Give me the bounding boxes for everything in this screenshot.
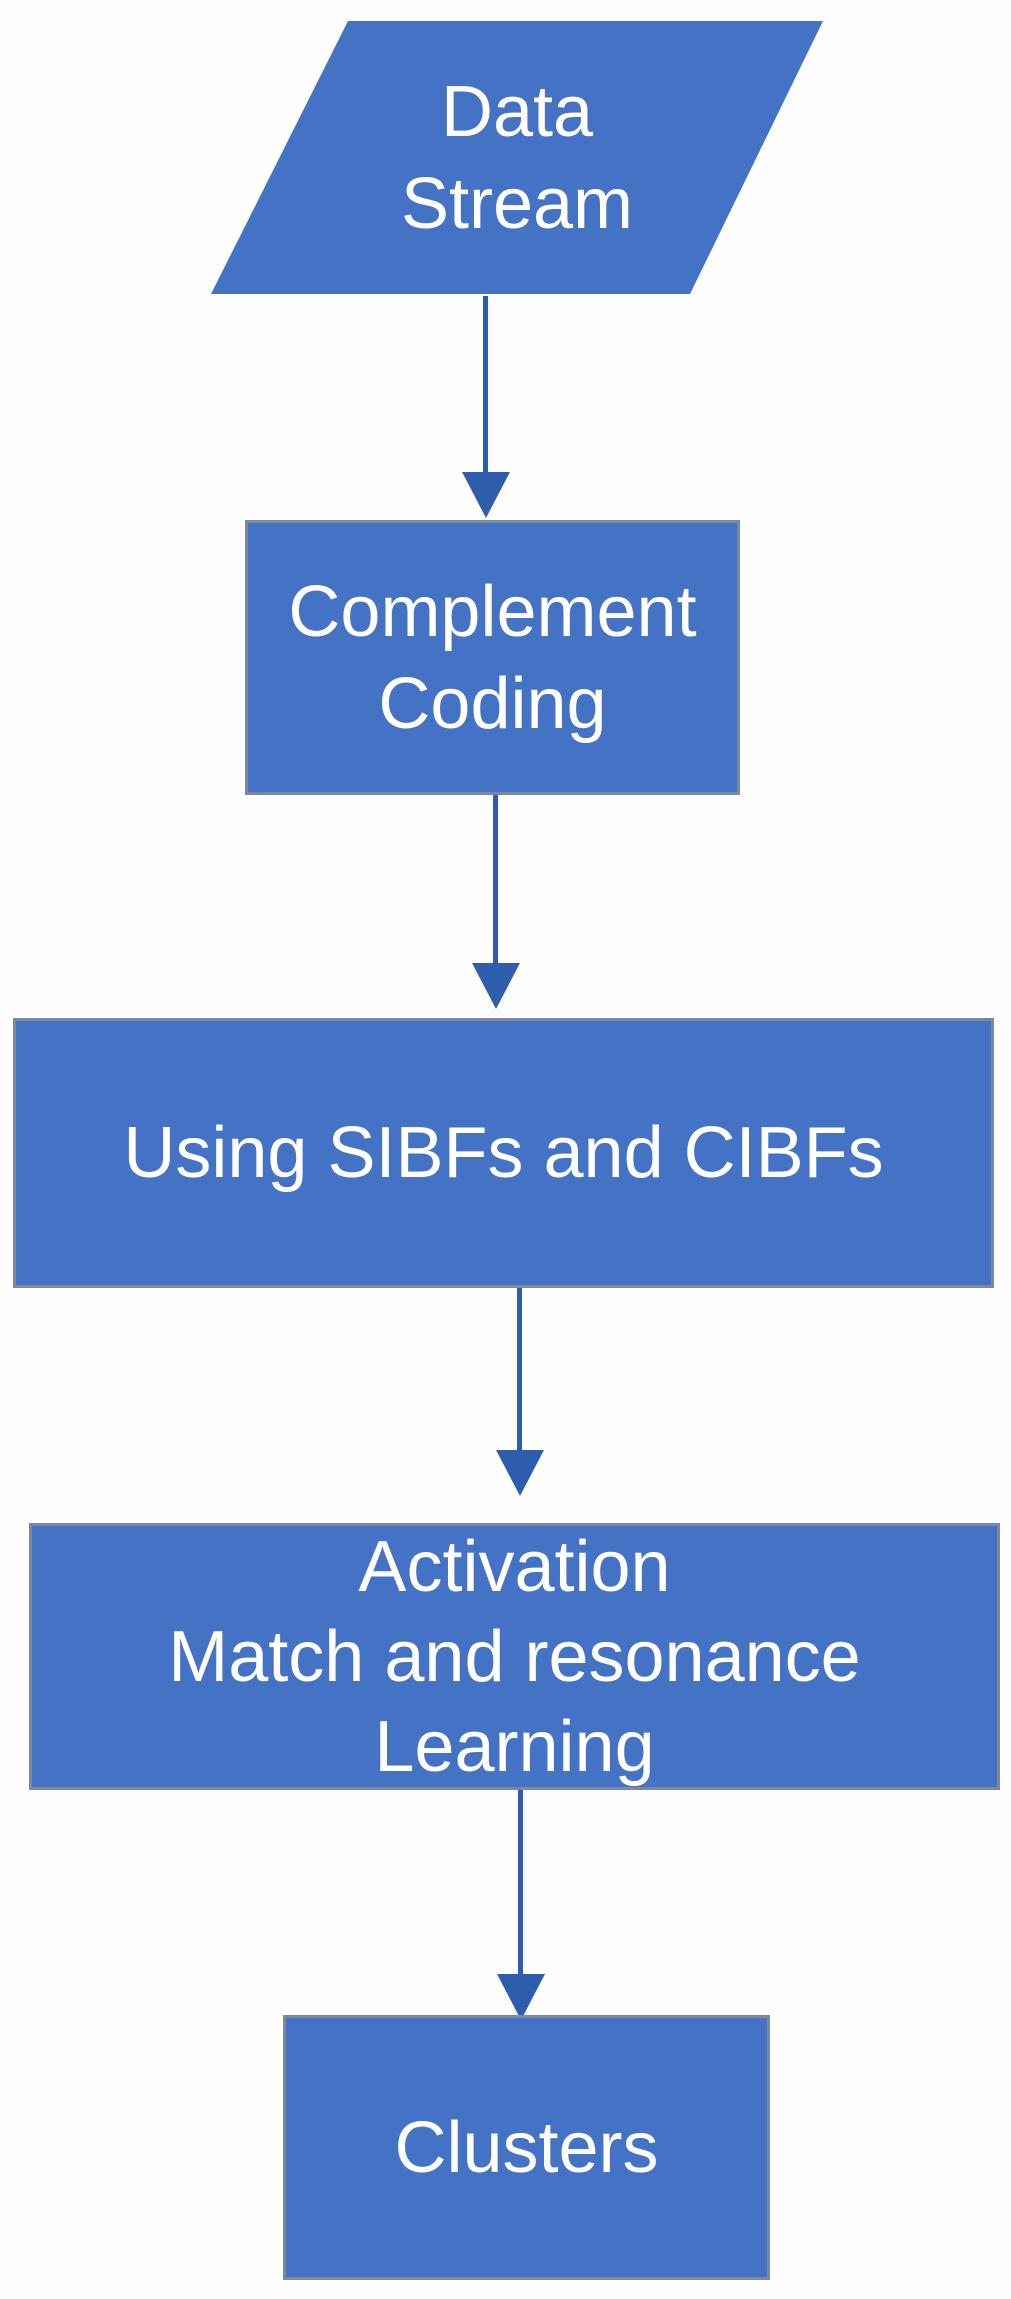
node-clusters: Clusters bbox=[283, 2015, 770, 2280]
node-activation-label-line-3: Learning bbox=[374, 1706, 655, 1787]
node-data-stream-label-line-2: Stream bbox=[400, 163, 634, 244]
arrow-head-down-icon bbox=[462, 472, 510, 518]
node-data-stream: Data Stream bbox=[211, 21, 823, 294]
node-using-sibfs-and-cibfs: Using SIBFs and CIBFs bbox=[13, 1018, 994, 1288]
node-clusters-label: Clusters bbox=[394, 2107, 659, 2188]
arrow-head-down-icon bbox=[472, 963, 520, 1009]
node-using-sibfs-and-cibfs-label: Using SIBFs and CIBFs bbox=[123, 1113, 884, 1193]
arrow-head-down-icon bbox=[497, 1974, 545, 2020]
arrow-line bbox=[493, 795, 498, 965]
node-complement-coding-label-line-2: Coding bbox=[378, 663, 607, 744]
arrow-line bbox=[483, 296, 488, 476]
node-activation-label-line-2: Match and resonance bbox=[168, 1616, 861, 1697]
arrow-head-down-icon bbox=[496, 1450, 544, 1496]
arrow-line bbox=[517, 1288, 522, 1452]
node-activation-match-resonance-learning: Activation Match and resonance Learning bbox=[29, 1523, 1000, 1790]
node-data-stream-label-line-1: Data bbox=[440, 71, 594, 152]
node-complement-coding-label-line-1: Complement bbox=[288, 571, 697, 652]
node-activation-label-line-1: Activation bbox=[358, 1526, 671, 1607]
node-complement-coding: Complement Coding bbox=[245, 520, 740, 795]
arrow-line bbox=[518, 1790, 523, 1976]
